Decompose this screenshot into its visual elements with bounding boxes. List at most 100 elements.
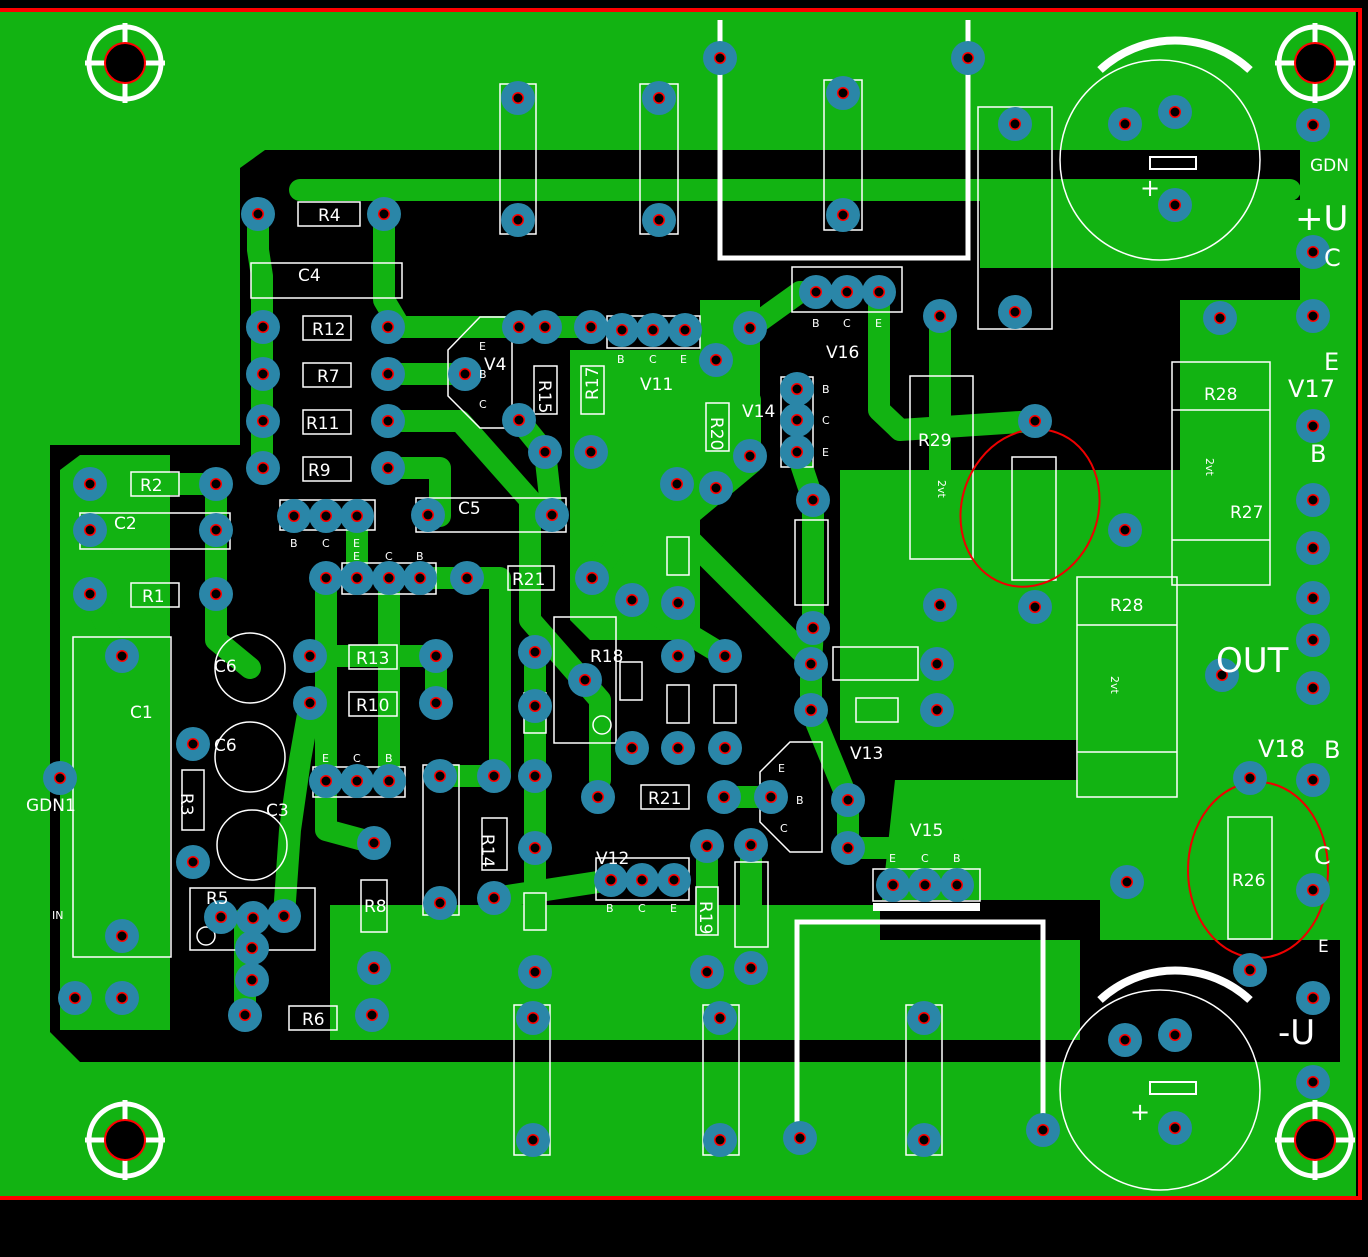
pad [830, 275, 864, 309]
pad [535, 498, 569, 532]
label-r17: R17 [583, 367, 603, 400]
pad [794, 647, 828, 681]
label-rating: 2vt [1203, 458, 1216, 477]
pad [568, 663, 602, 697]
label-v4: V4 [484, 355, 506, 375]
pad [528, 435, 562, 469]
label-c1: C1 [130, 703, 153, 723]
label-c6: C6 [214, 657, 237, 677]
pad [998, 295, 1032, 329]
pad [1296, 981, 1330, 1015]
pad [502, 403, 536, 437]
label-r12: R12 [312, 320, 345, 340]
pad [371, 404, 405, 438]
silkscreen-labels: R4 C4 R12 R7 R11 R9 R2 C2 R1 C1 GDN1 IN … [26, 156, 1349, 1126]
pad [920, 693, 954, 727]
pad [1296, 671, 1330, 705]
pin-e: E [1318, 937, 1329, 957]
pin-b: B [290, 537, 298, 550]
label-r2: R2 [140, 476, 163, 496]
pad [58, 981, 92, 1015]
label-r9: R9 [308, 461, 331, 481]
label-r3: R3 [176, 793, 196, 816]
pin-e: E [322, 752, 329, 765]
pad [516, 1001, 550, 1035]
pad [1296, 1065, 1330, 1099]
pad [309, 764, 343, 798]
pad [518, 955, 552, 989]
pad [371, 357, 405, 391]
pin-c: C [322, 537, 330, 550]
label-v15: V15 [910, 821, 943, 841]
label-out: OUT [1216, 641, 1289, 681]
pad [73, 467, 107, 501]
label-in: IN [52, 909, 63, 922]
pad [340, 764, 374, 798]
pin-b: B [617, 353, 625, 366]
pad [176, 845, 210, 879]
pad [199, 577, 233, 611]
pad [309, 499, 343, 533]
pad [199, 467, 233, 501]
pad [267, 899, 301, 933]
pad [668, 313, 702, 347]
pad [293, 639, 327, 673]
pad [1296, 763, 1330, 797]
label-v16: V16 [826, 343, 859, 363]
pin-c: C [822, 414, 830, 427]
label-r21: R21 [648, 789, 681, 809]
label-r1: R1 [142, 587, 165, 607]
pad [594, 863, 628, 897]
pad [657, 863, 691, 897]
pad [518, 831, 552, 865]
pad [831, 831, 865, 865]
label-plus-u: +U [1295, 199, 1348, 239]
pad [199, 513, 233, 547]
pad [998, 107, 1032, 141]
pad [783, 1121, 817, 1155]
pad [1296, 299, 1330, 333]
label-r4: R4 [318, 206, 341, 226]
label-v17: V17 [1288, 375, 1335, 403]
pin-b: B [416, 550, 424, 563]
mounting-hole [1275, 1100, 1355, 1180]
pad [574, 310, 608, 344]
pad [516, 1123, 550, 1157]
pad [703, 1123, 737, 1157]
pad [246, 404, 280, 438]
board-outline [0, 8, 1362, 1200]
pad [502, 310, 536, 344]
label-r27: R27 [1230, 503, 1263, 523]
pin-e: E [778, 762, 785, 775]
pad [699, 471, 733, 505]
pad [923, 299, 957, 333]
label-r6: R6 [302, 1010, 325, 1030]
pin-c: C [479, 398, 487, 411]
pad [204, 900, 238, 934]
pad [277, 499, 311, 533]
pads [43, 41, 1330, 1157]
pad [372, 764, 406, 798]
pad [73, 513, 107, 547]
pad [518, 689, 552, 723]
pad [1018, 404, 1052, 438]
pin-b: B [479, 368, 487, 381]
pin-c: C [353, 752, 361, 765]
pad [661, 731, 695, 765]
pin-e: E [680, 353, 687, 366]
pad [908, 868, 942, 902]
pad [703, 41, 737, 75]
pad [636, 313, 670, 347]
pad [411, 498, 445, 532]
label-r10: R10 [356, 696, 389, 716]
pin-c: C [1324, 244, 1341, 272]
pin-b: B [1310, 440, 1326, 468]
pad [371, 451, 405, 485]
pad [450, 561, 484, 595]
pad [615, 583, 649, 617]
pin-c: C [843, 317, 851, 330]
pad [105, 981, 139, 1015]
pad [796, 611, 830, 645]
pad [1108, 107, 1142, 141]
pin-c: C [780, 822, 788, 835]
